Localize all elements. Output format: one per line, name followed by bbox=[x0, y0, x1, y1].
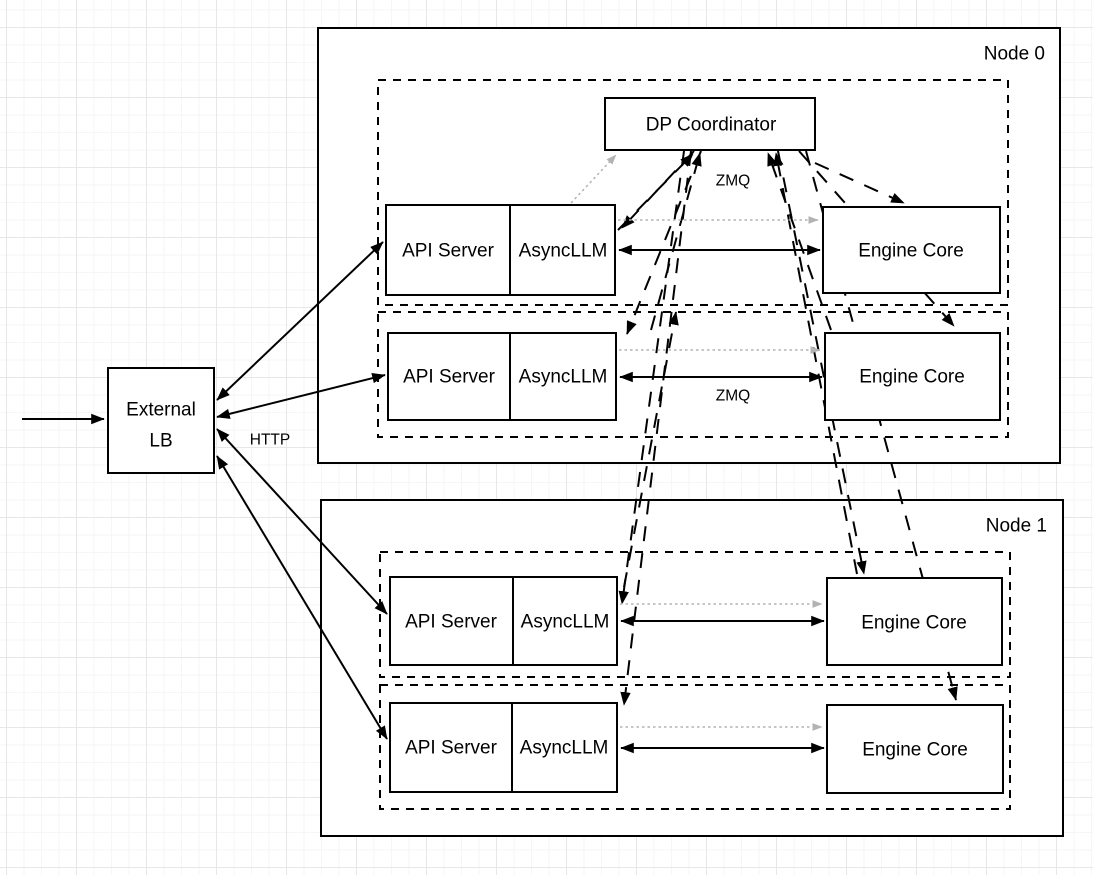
zmq-edge-coord-to-engine-n1r1 bbox=[777, 150, 867, 575]
node0-label: Node 0 bbox=[984, 44, 1045, 65]
external-lb-box: External LB bbox=[107, 367, 215, 474]
zmq-label-mid: ZMQ bbox=[716, 388, 750, 405]
node1-label: Node 1 bbox=[986, 516, 1047, 537]
engine-core-box-n0r1: Engine Core bbox=[822, 206, 1001, 294]
api-server-label: API Server bbox=[405, 612, 498, 633]
zmq-edge-coord-to-engine-n0r1 bbox=[814, 162, 905, 204]
api-server-label: API Server bbox=[402, 241, 495, 262]
asyncllm-label: AsyncLLM bbox=[521, 612, 610, 633]
zmq-edge-asyncllm-n1r1-up bbox=[623, 311, 679, 588]
dp-coordinator-box: DP Coordinator bbox=[604, 97, 816, 151]
engine-core-box-n1r1: Engine Core bbox=[826, 577, 1003, 666]
engine-core-label: Engine Core bbox=[858, 241, 964, 262]
api-server-label: API Server bbox=[403, 367, 496, 388]
api-server-label: API Server bbox=[405, 738, 498, 759]
zmq-edge-engine-n1r1-to-coord bbox=[773, 152, 858, 575]
api-asyncllm-box-n1r1: API Server AsyncLLM bbox=[389, 576, 618, 666]
asyncllm-label: AsyncLLM bbox=[519, 241, 608, 262]
external-lb-label-line1: External bbox=[126, 400, 196, 421]
asyncllm-label: AsyncLLM bbox=[520, 738, 609, 759]
zmq-edge-engine-n0r2-to-coord bbox=[767, 152, 832, 331]
engine-core-box-n0r2: Engine Core bbox=[824, 332, 1001, 421]
api-asyncllm-box-n0r2: API Server AsyncLLM bbox=[387, 332, 617, 421]
engine-core-label: Engine Core bbox=[862, 740, 968, 761]
http-edge-lb-api-n0r2 bbox=[216, 373, 386, 419]
api-asyncllm-box-n0r1: API Server AsyncLLM bbox=[385, 204, 616, 296]
engine-core-box-n1r2: Engine Core bbox=[826, 704, 1004, 794]
engine-core-label: Engine Core bbox=[861, 613, 967, 634]
zmq-edge-coord-to-asyncllm-n1r2 bbox=[620, 150, 692, 706]
http-label: HTTP bbox=[250, 432, 290, 449]
zmq-edge-coord-to-asyncllm-n0r2 bbox=[626, 150, 702, 335]
node1-replica1-group bbox=[379, 684, 1011, 810]
engine-core-label: Engine Core bbox=[859, 367, 965, 388]
asyncllm-label: AsyncLLM bbox=[519, 367, 608, 388]
dp-coordinator-label: DP Coordinator bbox=[646, 115, 777, 136]
node0-replica0-group bbox=[377, 79, 1009, 306]
zmq-label-top: ZMQ bbox=[716, 173, 750, 190]
zmq-edge-coord-to-asyncllm-n0r1 bbox=[621, 150, 695, 229]
api-asyncllm-box-n1r2: API Server AsyncLLM bbox=[389, 702, 618, 793]
http-edge-lb-api-n1r2 bbox=[216, 455, 388, 740]
zmq-edge-asyncllm-n0r1-to-coord bbox=[617, 153, 694, 231]
external-lb-label-line2: LB bbox=[149, 431, 172, 452]
zmq-edge-asyncllm-n0r2-to-coord bbox=[650, 152, 702, 331]
